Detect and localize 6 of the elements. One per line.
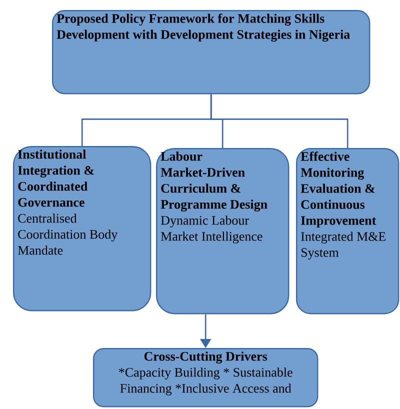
pillar-box: Labour Market-Driven Curriculum & Programme Design Dynamic Labour Market Intelligence: [156, 148, 290, 314]
connector: [210, 94, 348, 148]
summary-box: Cross-Cutting Drivers *Capacity Building * Sustainable Financing *Inclusive Access and: [93, 348, 318, 408]
pillar-box: Institutional Integration & Coordinated Governance Centralised Coordination Body Mandate: [13, 146, 152, 312]
pillar-box: Effective Monitoring Evaluation & Continuous Improvement Integrated M&E System: [296, 148, 400, 314]
title-box: Proposed Policy Framework for Matching Skills Development with Development Strategies in Nigeria: [52, 10, 370, 94]
